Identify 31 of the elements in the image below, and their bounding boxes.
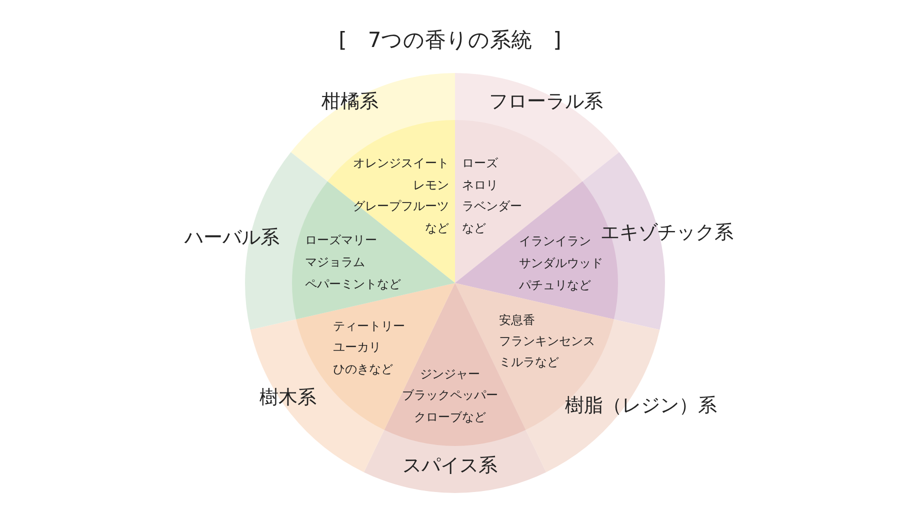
item-label: ジンジャー: [420, 368, 480, 380]
item-label: ユーカリ: [333, 341, 381, 353]
item-label: ラベンダー: [462, 200, 522, 212]
item-label: マジョラム: [305, 256, 365, 268]
item-label: ローズ: [462, 157, 498, 169]
item-label: ペパーミントなど: [305, 278, 401, 290]
item-label: など: [425, 222, 449, 234]
item-label: フランキンセンス: [499, 335, 595, 347]
item-label: イランイラン: [519, 235, 591, 247]
item-label: パチュリなど: [519, 279, 591, 291]
category-label: エキゾチック系: [600, 224, 734, 242]
item-label: サンダルウッド: [519, 257, 603, 269]
category-label: フローラル系: [489, 92, 603, 112]
item-label: 安息香: [499, 314, 535, 326]
item-label: ローズマリー: [305, 234, 377, 246]
item-label: オレンジスイート: [353, 157, 449, 169]
item-label: クローブなど: [414, 411, 486, 423]
title: [ 7つの香りの系統 ]: [338, 27, 562, 54]
category-label: 柑橘系: [322, 92, 378, 112]
item-label: グレープフルーツ: [353, 200, 449, 212]
item-label: など: [462, 222, 486, 234]
category-label: 樹木系: [260, 388, 316, 408]
item-label: ミルラなど: [499, 356, 559, 368]
category-label: スパイス系: [402, 456, 498, 476]
item-label: ブラックペッパー: [402, 389, 498, 401]
item-label: レモン: [413, 179, 449, 191]
item-label: ネロリ: [462, 179, 498, 191]
category-label: ハーバル系: [184, 228, 280, 248]
item-label: ひのきなど: [333, 363, 393, 375]
category-label: 樹脂（レジン）系: [565, 396, 717, 416]
item-label: ティートリー: [333, 320, 405, 332]
